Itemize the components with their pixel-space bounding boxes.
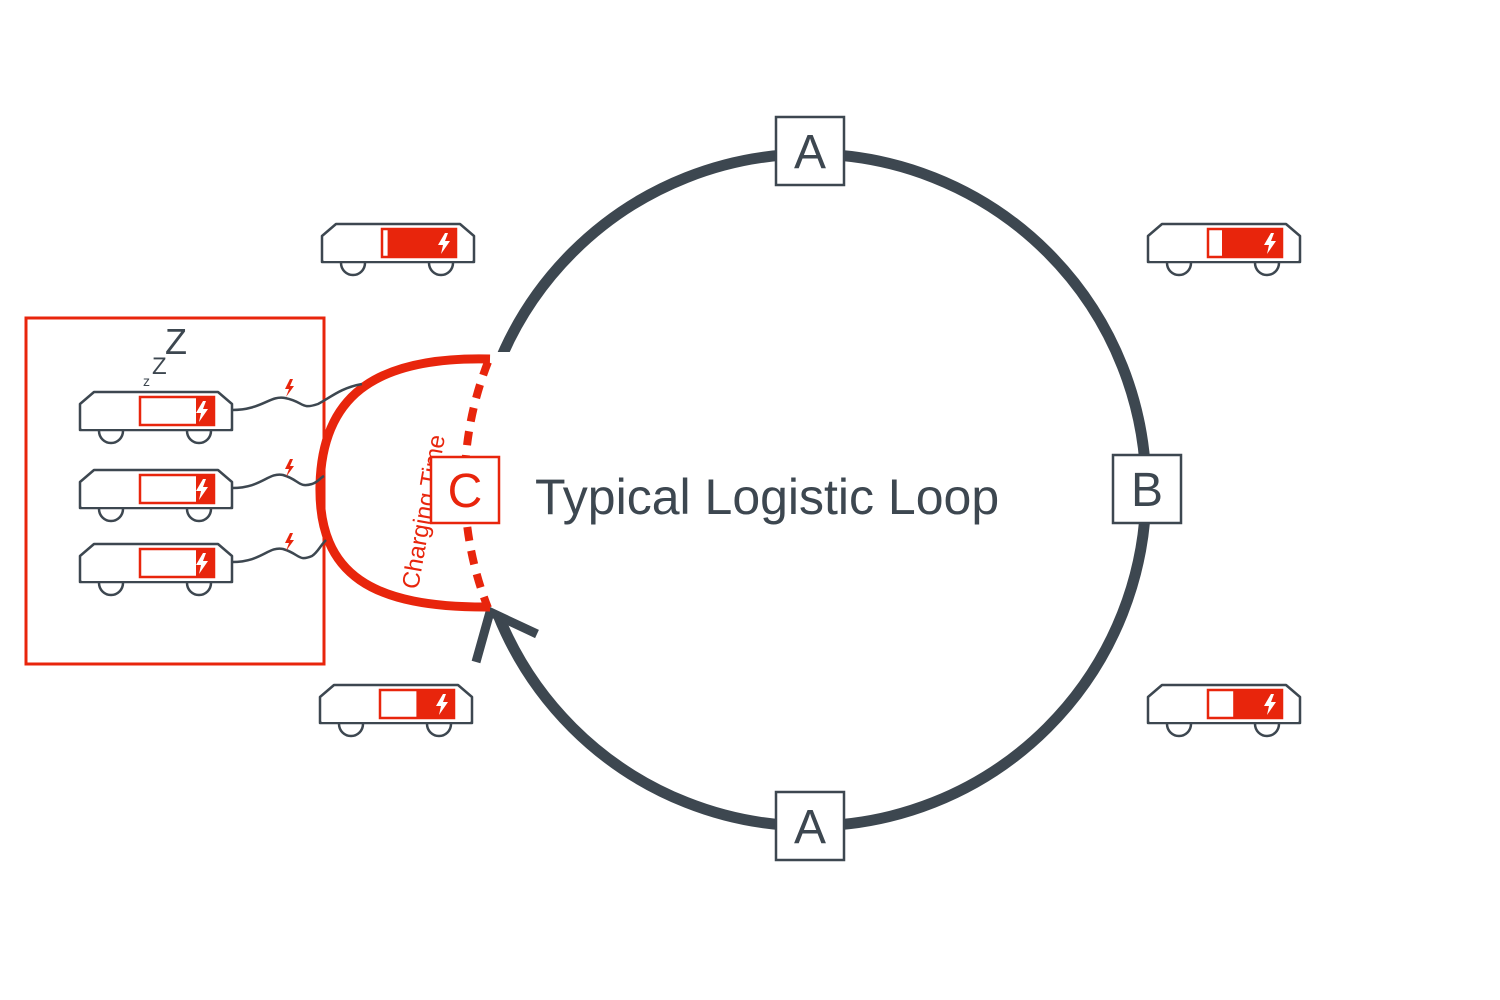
lightning-bolt-icon <box>196 479 208 500</box>
battery-icon <box>138 395 216 427</box>
sleep-z-large: Z <box>165 321 187 362</box>
agv-cart-icon <box>318 683 474 738</box>
charging-cable-2 <box>231 473 325 490</box>
node-a-bottom-label: A <box>794 801 826 854</box>
battery-icon <box>138 473 216 505</box>
lightning-bolt-icon <box>1264 694 1276 715</box>
agv-cart-icon <box>78 390 234 445</box>
lightning-bolt-icon <box>196 401 208 422</box>
lightning-bolt-icon <box>196 553 208 574</box>
agv-cart-icon <box>78 542 234 597</box>
battery-charge-fill <box>1233 690 1282 718</box>
vehicles-layer <box>78 222 1302 738</box>
spark-icon-2 <box>285 459 294 477</box>
charging-station-box <box>24 316 326 666</box>
node-c-charging: C <box>429 455 501 525</box>
node-a-bottom: A <box>774 790 846 862</box>
charging-cable-1 <box>231 382 363 412</box>
lightning-bolt-icon <box>1264 233 1276 254</box>
agv-cart-icon <box>1146 222 1302 277</box>
charging-detour-path <box>315 354 491 612</box>
charging-cable-3 <box>231 539 327 564</box>
agv-cart-icon <box>1146 683 1302 738</box>
loop-direction-arrow-icon <box>471 605 539 664</box>
battery-icon <box>1206 688 1284 720</box>
battery-icon <box>138 547 216 579</box>
node-b-right: B <box>1111 453 1183 525</box>
lightning-bolt-icon <box>438 233 450 254</box>
battery-charge-fill <box>416 690 454 718</box>
sleep-z-small: z <box>143 373 150 389</box>
battery-icon <box>380 227 458 259</box>
lightning-bolt-icon <box>436 694 448 715</box>
agv-cart-icon <box>78 468 234 523</box>
sleep-z-medium: Z <box>152 353 167 380</box>
node-a-top: A <box>774 115 846 187</box>
battery-icon <box>378 688 456 720</box>
node-b-label: B <box>1131 464 1163 517</box>
diagram-title: Typical Logistic Loop <box>535 469 999 525</box>
node-c-label: C <box>448 465 483 518</box>
spark-icon-3 <box>285 533 294 551</box>
agv-cart-icon <box>320 222 476 277</box>
battery-icon <box>1206 227 1284 259</box>
node-a-top-label: A <box>794 126 826 179</box>
spark-icon-1 <box>285 379 294 397</box>
